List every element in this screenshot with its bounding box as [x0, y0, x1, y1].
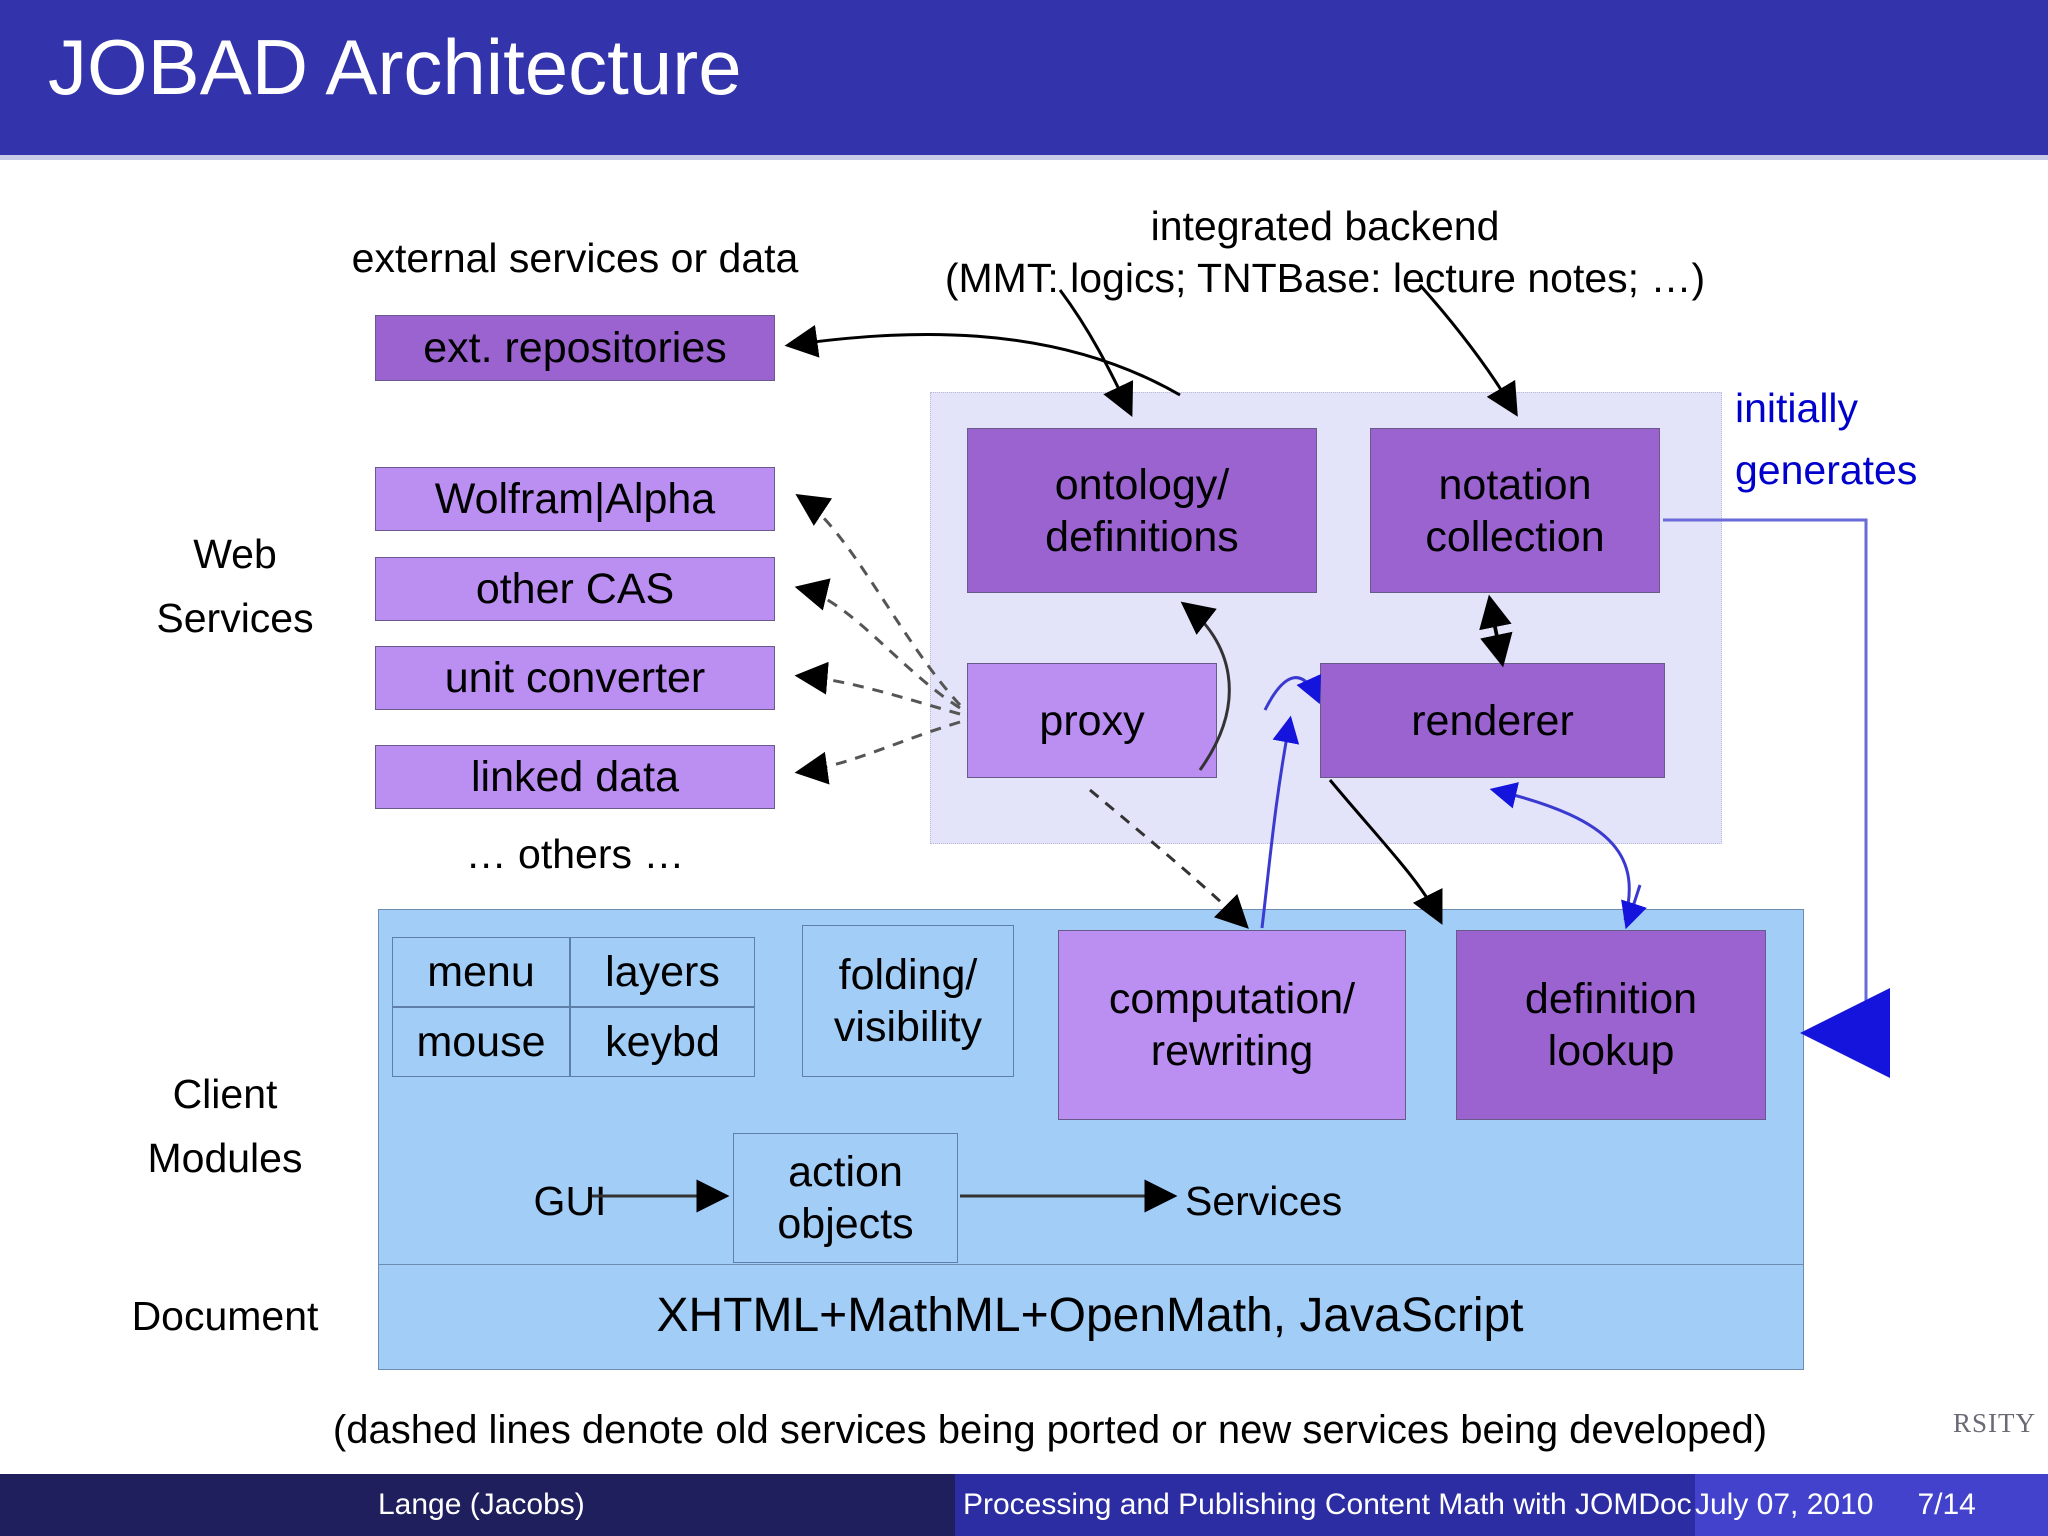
- caption-dashed-note: (dashed lines denote old services being …: [332, 1408, 1768, 1452]
- row-label-client-modules-line1: Client: [172, 1071, 278, 1117]
- caption-initially-generates-line2: generates: [1735, 447, 1918, 493]
- title-divider: [0, 155, 2048, 160]
- box-wolfram-alpha[interactable]: Wolfram|Alpha: [375, 467, 775, 531]
- footer-segment-date-page: July 07, 2010 7/14: [1695, 1474, 2048, 1536]
- box-layers[interactable]: layers: [570, 937, 755, 1007]
- box-folding-line2: visibility: [833, 1003, 983, 1051]
- caption-integrated-backend-line1: integrated backend: [1150, 203, 1500, 249]
- box-menu[interactable]: menu: [392, 937, 570, 1007]
- slide-footer: Lange (Jacobs) Processing and Publishing…: [0, 1474, 2048, 1536]
- box-computation-line2: rewriting: [1150, 1027, 1314, 1075]
- footer-segment-author: Lange (Jacobs): [0, 1474, 955, 1536]
- university-watermark: RSITY: [1952, 1408, 2036, 1438]
- page-title: JOBAD Architecture: [48, 23, 742, 111]
- label-services: Services: [1185, 1178, 1343, 1224]
- box-notation-line1: notation: [1438, 460, 1592, 509]
- row-label-web-services-line2: Services: [156, 595, 314, 641]
- footer-segment-venue: Processing and Publishing Content Math w…: [955, 1474, 1695, 1536]
- footer-page-number: 7/14: [1917, 1488, 1976, 1521]
- box-computation-line1: computation/: [1108, 975, 1356, 1023]
- box-folding-visibility[interactable]: folding/ visibility: [802, 925, 1014, 1077]
- row-label-web-services-line1: Web: [193, 531, 277, 577]
- box-ext-repositories[interactable]: ext. repositories: [375, 315, 775, 381]
- caption-integrated-backend-line2: (MMT: logics; TNTBase: lecture notes; …): [944, 255, 1706, 301]
- label-document-layer: XHTML+MathML+OpenMath, JavaScript: [656, 1289, 1524, 1342]
- box-mouse[interactable]: mouse: [392, 1007, 570, 1077]
- box-notation-collection[interactable]: notation collection: [1370, 428, 1660, 593]
- row-label-document: Document: [131, 1293, 319, 1339]
- box-definition-lookup[interactable]: definition lookup: [1456, 930, 1766, 1120]
- box-other-cas[interactable]: other CAS: [375, 557, 775, 621]
- box-renderer[interactable]: renderer: [1320, 663, 1665, 778]
- box-computation-rewriting[interactable]: computation/ rewriting: [1058, 930, 1406, 1120]
- caption-others: … others …: [465, 831, 685, 877]
- footer-date: July 07, 2010: [1695, 1488, 1874, 1521]
- footer-author: Lange (Jacobs): [378, 1488, 585, 1521]
- box-ontology-line1: ontology/: [1054, 460, 1230, 509]
- caption-external-services: external services or data: [351, 235, 799, 281]
- box-folding-line1: folding/: [838, 951, 978, 999]
- box-linked-data[interactable]: linked data: [375, 745, 775, 809]
- box-keybd[interactable]: keybd: [570, 1007, 755, 1077]
- caption-initially-generates-line1: initially: [1735, 385, 1859, 431]
- box-ontology-definitions[interactable]: ontology/ definitions: [967, 428, 1317, 593]
- box-action-line1: action: [788, 1148, 903, 1196]
- slide-title-bar: JOBAD Architecture: [0, 0, 2048, 155]
- box-ontology-line2: definitions: [1045, 512, 1239, 561]
- document-layer-panel: [378, 1264, 1804, 1370]
- row-label-client-modules-line2: Modules: [147, 1135, 303, 1181]
- footer-venue: Processing and Publishing Content Math w…: [963, 1488, 1692, 1521]
- box-definition-line1: definition: [1524, 975, 1698, 1023]
- label-gui: GUI: [533, 1178, 607, 1224]
- box-unit-converter[interactable]: unit converter: [375, 646, 775, 710]
- box-definition-line2: lookup: [1547, 1027, 1675, 1075]
- box-proxy[interactable]: proxy: [967, 663, 1217, 778]
- box-action-line2: objects: [777, 1200, 914, 1248]
- box-action-objects[interactable]: action objects: [733, 1133, 958, 1263]
- box-notation-line2: collection: [1425, 512, 1605, 561]
